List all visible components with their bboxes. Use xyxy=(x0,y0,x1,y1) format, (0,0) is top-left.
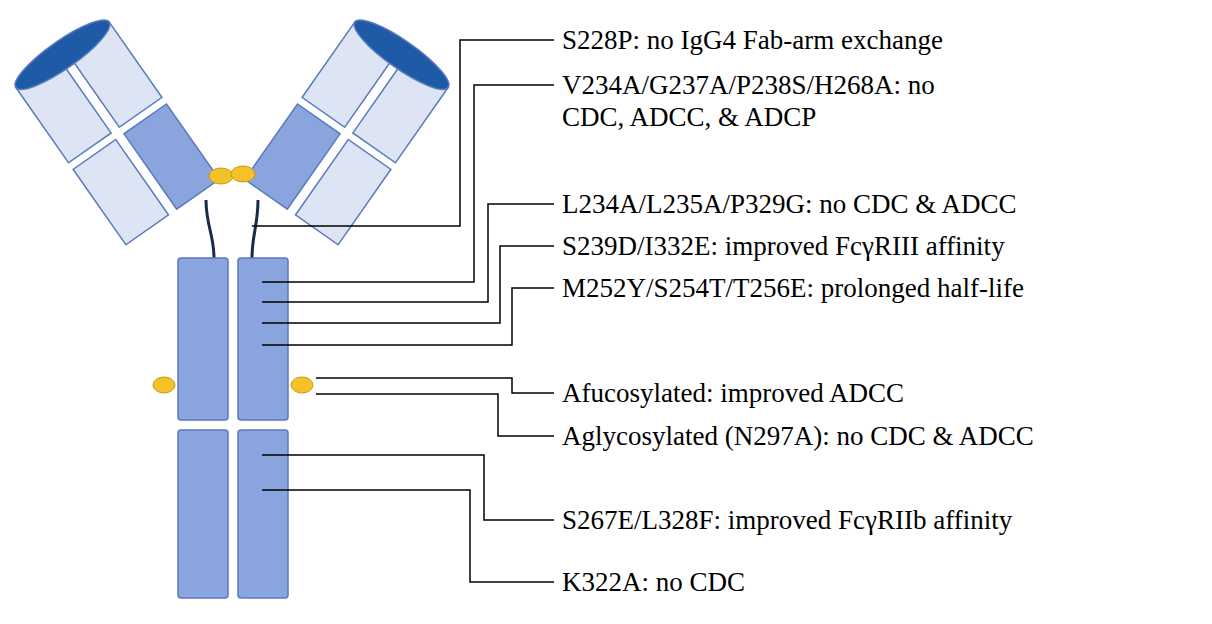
annotation-label: Aglycosylated (N297A): no CDC & ADCC xyxy=(562,420,1034,452)
fab-arm xyxy=(245,11,457,245)
glycan xyxy=(153,377,175,393)
annotation-label: Afucosylated: improved ADCC xyxy=(562,377,904,409)
leader-line xyxy=(262,288,554,345)
disulfide-bond xyxy=(209,168,233,184)
hinge xyxy=(206,200,214,258)
leader-line xyxy=(316,394,554,436)
leader-lines xyxy=(252,40,554,582)
leader-line xyxy=(262,490,554,582)
fab-arm xyxy=(8,11,220,245)
annotation-label: S267E/L328F: improved FcγRIIb affinity xyxy=(562,504,1012,536)
annotation-label: V234A/G237A/P238S/H268A: no CDC, ADCC, &… xyxy=(562,69,962,133)
hinge xyxy=(252,200,258,258)
leader-line xyxy=(316,378,554,393)
leader-line xyxy=(252,40,554,226)
annotation-label: M252Y/S254T/T256E: prolonged half-life xyxy=(562,272,1024,304)
leader-line xyxy=(262,204,554,302)
annotation-label: K322A: no CDC xyxy=(562,566,745,598)
annotation-label: L234A/L235A/P329G: no CDC & ADCC xyxy=(562,188,1017,220)
disulfide-bond xyxy=(231,166,255,182)
annotation-label: S228P: no IgG4 Fab-arm exchange xyxy=(562,24,943,56)
leader-line xyxy=(262,85,554,282)
ch3-domain xyxy=(178,430,228,598)
leader-line xyxy=(262,455,554,520)
glycan xyxy=(291,377,313,393)
annotation-label: S239D/I332E: improved FcγRIII affinity xyxy=(562,230,1005,262)
ch2-domain xyxy=(178,258,228,420)
leader-line xyxy=(262,246,554,323)
